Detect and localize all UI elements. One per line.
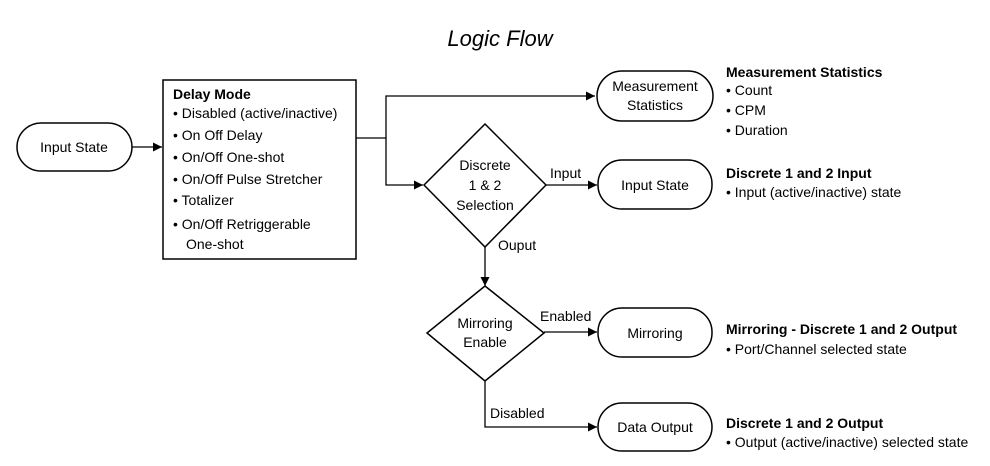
- delay-mode-heading: Delay Mode: [173, 86, 251, 102]
- node-label-line: Statistics: [627, 97, 683, 113]
- edge-label-enabled: Enabled: [540, 308, 591, 324]
- edge-label-disabled: Disabled: [490, 405, 544, 421]
- arrow-delay-to-discrete: [385, 138, 423, 190]
- diagram-title: Logic Flow: [447, 26, 554, 51]
- note-item: • Duration: [726, 122, 788, 138]
- decision-label-line: Selection: [456, 197, 514, 213]
- delay-mode-item: • Disabled (active/inactive): [173, 105, 337, 121]
- note-heading: Discrete 1 and 2 Output: [726, 415, 883, 431]
- node-label-line: Measurement: [612, 78, 698, 94]
- note-heading: Measurement Statistics: [726, 64, 883, 80]
- note-item: • Output (active/inactive) selected stat…: [726, 434, 968, 450]
- input-state-node: Input State: [16, 122, 133, 172]
- input-state-output-node: Input State: [597, 159, 713, 210]
- delay-mode-item: One-shot: [186, 236, 244, 252]
- note-item: • CPM: [726, 102, 766, 118]
- input-state-label: Input State: [621, 177, 689, 193]
- note-item: • Port/Channel selected state: [726, 341, 907, 357]
- data-output-node: Data Output: [597, 402, 713, 452]
- delay-mode-box: Delay Mode • Disabled (active/inactive) …: [162, 79, 357, 260]
- note-heading: Discrete 1 and 2 Input: [726, 165, 872, 181]
- delay-mode-item: • On/Off Retriggerable: [173, 216, 311, 232]
- data-output-label: Data Output: [617, 419, 693, 435]
- decision-label-line: 1 & 2: [469, 177, 502, 193]
- decision-label-line: Mirroring: [457, 315, 512, 331]
- arrow-enable-to-data-output: [484, 381, 597, 432]
- discrete-input-note: Discrete 1 and 2 Input • Input (active/i…: [726, 165, 902, 200]
- discrete-selection-decision: Discrete 1 & 2 Selection: [422, 122, 548, 249]
- measurement-statistics-node: Measurement Statistics: [596, 70, 714, 122]
- mirroring-enable-decision: Mirroring Enable: [425, 285, 546, 382]
- edge-label-input: Input: [550, 165, 581, 181]
- delay-mode-item: • On Off Delay: [173, 127, 262, 143]
- decision-label-line: Discrete: [459, 157, 511, 173]
- connectors: [132, 91, 597, 432]
- measurement-statistics-note: Measurement Statistics • Count • CPM • D…: [726, 64, 883, 138]
- edge-label-output: Ouput: [498, 237, 536, 253]
- mirroring-output-note: Mirroring - Discrete 1 and 2 Output • Po…: [726, 321, 957, 357]
- note-heading: Mirroring - Discrete 1 and 2 Output: [726, 321, 957, 337]
- arrow-delay-to-measurement: [356, 91, 595, 139]
- input-state-label: Input State: [40, 139, 108, 155]
- mirroring-node: Mirroring: [597, 307, 713, 358]
- discrete-output-note: Discrete 1 and 2 Output • Output (active…: [726, 415, 968, 450]
- delay-mode-item: • Totalizer: [173, 192, 234, 208]
- decision-label-line: Enable: [463, 334, 507, 350]
- note-item: • Input (active/inactive) state: [726, 184, 902, 200]
- delay-mode-item: • On/Off Pulse Stretcher: [173, 171, 323, 187]
- mirroring-label: Mirroring: [627, 325, 682, 341]
- delay-mode-item: • On/Off One-shot: [173, 149, 284, 165]
- note-item: • Count: [726, 82, 772, 98]
